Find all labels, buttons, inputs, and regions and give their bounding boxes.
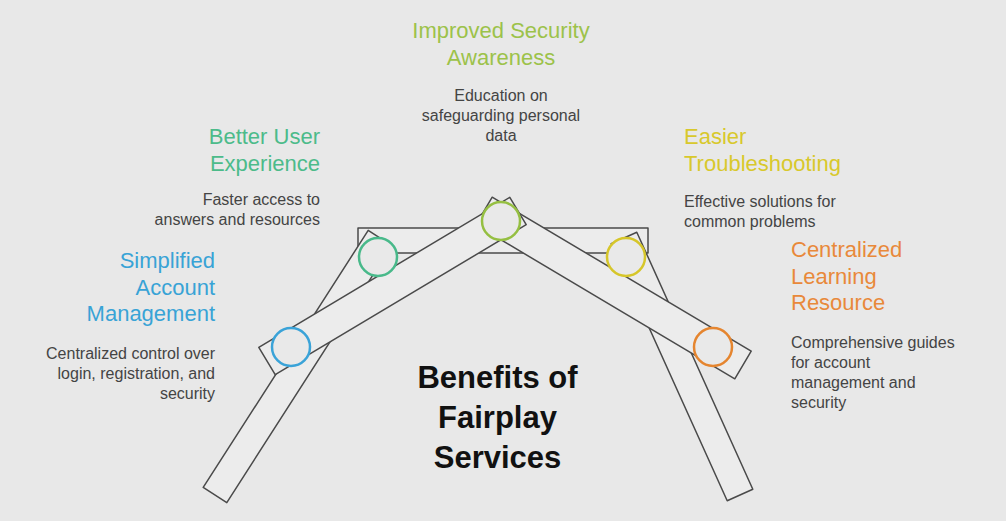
- benefit-description: Education on safeguarding personal data: [414, 86, 589, 146]
- benefit-node: Centralized Learning ResourceComprehensi…: [791, 237, 966, 413]
- benefit-heading: Centralized Learning Resource: [791, 237, 911, 317]
- benefit-node: Better User ExperienceFaster access to a…: [145, 124, 320, 230]
- benefit-node: Easier TroubleshootingEffective solution…: [684, 124, 859, 232]
- benefit-description: Faster access to answers and resources: [148, 190, 320, 230]
- benefit-node: Simplified Account ManagementCentralized…: [34, 248, 215, 404]
- joint-circle: [482, 202, 520, 240]
- benefit-heading: Simplified Account Management: [80, 248, 215, 328]
- benefit-heading: Improved Security Awareness: [408, 18, 594, 71]
- left-leg-beam: [203, 230, 392, 502]
- joint-circle: [359, 238, 397, 276]
- benefit-description: Comprehensive guides for account managem…: [791, 333, 961, 413]
- joint-circle: [607, 238, 645, 276]
- joint-circle: [272, 328, 310, 366]
- benefit-description: Centralized control over login, registra…: [35, 344, 215, 404]
- benefit-description: Effective solutions for common problems: [684, 192, 856, 232]
- diagram-title: Benefits of Fairplay Services: [410, 358, 585, 478]
- benefit-heading: Better User Experience: [200, 124, 320, 177]
- joint-circle: [694, 328, 732, 366]
- benefit-node: Improved Security AwarenessEducation on …: [408, 18, 594, 146]
- benefit-heading: Easier Troubleshooting: [684, 124, 849, 177]
